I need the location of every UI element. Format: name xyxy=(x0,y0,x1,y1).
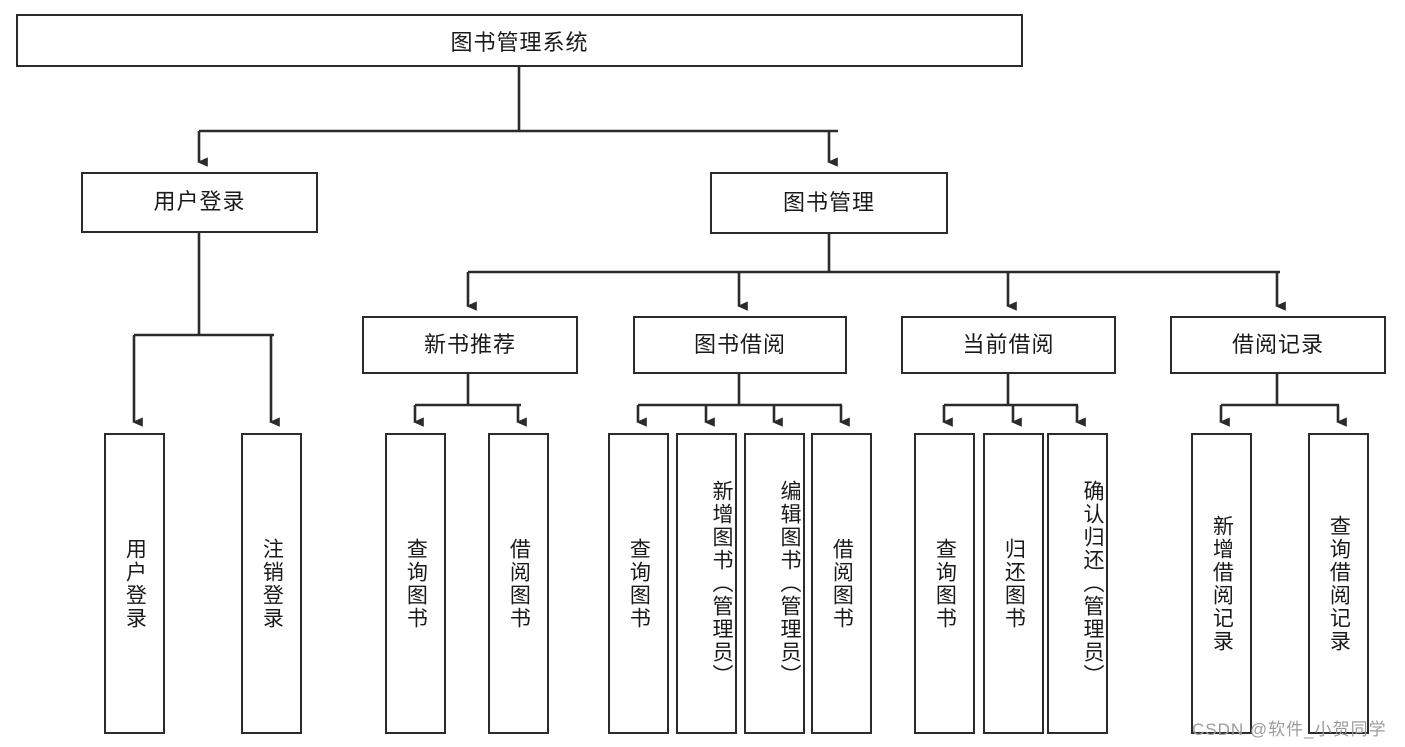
node-label: 图书管理系统 xyxy=(450,29,589,55)
node-current-borrow[interactable]: 当前借阅 xyxy=(901,316,1116,374)
node-label: 归还图书 xyxy=(1002,537,1026,630)
leaf-confirm-return-admin[interactable]: 确认归还（管理员） xyxy=(1047,433,1108,734)
node-book-borrow[interactable]: 图书借阅 xyxy=(633,316,847,374)
node-label: 借阅图书 xyxy=(507,537,531,630)
node-label: 编辑图书（管理员） xyxy=(778,480,801,687)
node-label: 借阅图书 xyxy=(830,537,854,630)
node-label: 图书借阅 xyxy=(693,331,786,357)
node-label: 当前借阅 xyxy=(962,331,1055,357)
leaf-query-borrow-record[interactable]: 查询借阅记录 xyxy=(1308,433,1369,734)
leaf-return-book[interactable]: 归还图书 xyxy=(983,433,1044,734)
leaf-add-borrow-record[interactable]: 新增借阅记录 xyxy=(1191,433,1252,734)
node-label: 用户登录 xyxy=(153,189,246,215)
node-user-login[interactable]: 用户登录 xyxy=(81,172,318,233)
node-book-management[interactable]: 图书管理 xyxy=(710,172,948,234)
leaf-query-book-current[interactable]: 查询图书 xyxy=(914,433,975,734)
node-label: 新书推荐 xyxy=(423,331,516,357)
node-label: 查询图书 xyxy=(627,537,651,630)
leaf-user-login[interactable]: 用户登录 xyxy=(104,433,165,734)
leaf-edit-book-admin[interactable]: 编辑图书（管理员） xyxy=(744,433,805,734)
node-label: 图书管理 xyxy=(782,189,875,215)
node-new-book-recommend[interactable]: 新书推荐 xyxy=(362,316,578,374)
csdn-watermark: CSDN @软件_小贺同学 xyxy=(1192,720,1387,739)
node-borrow-record[interactable]: 借阅记录 xyxy=(1170,316,1386,374)
node-label: 查询借阅记录 xyxy=(1327,514,1351,653)
node-label: 用户登录 xyxy=(123,537,147,630)
leaf-logout-login[interactable]: 注销登录 xyxy=(241,433,302,734)
node-label: 新增借阅记录 xyxy=(1210,514,1234,653)
node-label: 新增图书（管理员） xyxy=(710,480,733,687)
node-label: 确认归还（管理员） xyxy=(1081,480,1104,687)
node-label: 注销登录 xyxy=(260,537,284,630)
leaf-add-book-admin[interactable]: 新增图书（管理员） xyxy=(676,433,737,734)
node-label: 查询图书 xyxy=(933,537,957,630)
node-label: 借阅记录 xyxy=(1231,331,1324,357)
leaf-borrow-book-recommend[interactable]: 借阅图书 xyxy=(488,433,549,734)
node-label: 查询图书 xyxy=(404,537,428,630)
leaf-borrow-book[interactable]: 借阅图书 xyxy=(811,433,872,734)
leaf-query-book-recommend[interactable]: 查询图书 xyxy=(385,433,446,734)
leaf-query-book-borrow[interactable]: 查询图书 xyxy=(608,433,669,734)
node-root-system[interactable]: 图书管理系统 xyxy=(16,14,1023,67)
